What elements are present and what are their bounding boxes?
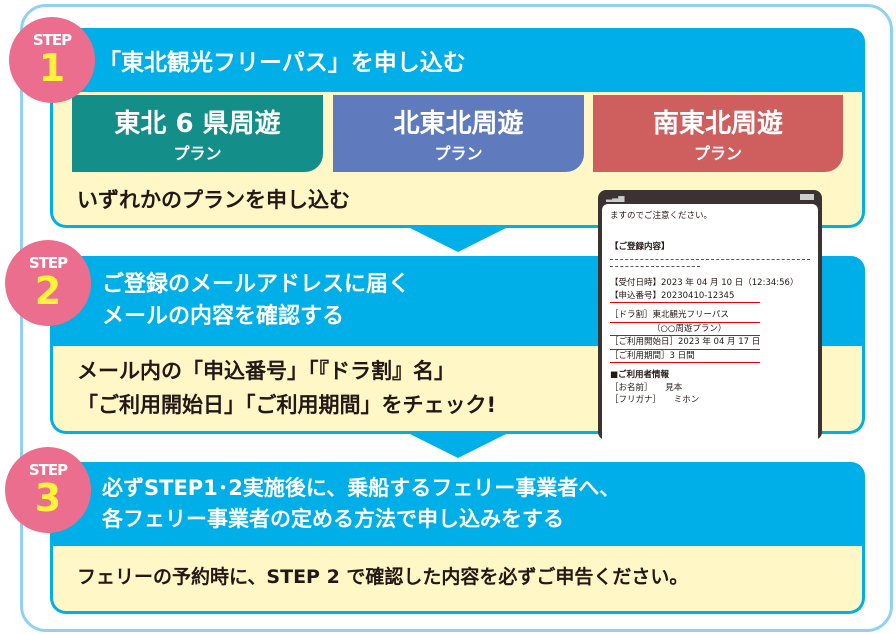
arrow-down-icon <box>410 434 506 458</box>
plan-tohoku-6[interactable]: 東北 6 県周遊プラン <box>72 95 323 172</box>
plan-south-tohoku[interactable]: 南東北周遊プラン <box>593 95 843 172</box>
arrow-down-icon <box>410 228 506 252</box>
signal-icon: ▂▃▅ <box>606 193 625 202</box>
step-1-title: 「東北観光フリーパス」を申し込む <box>50 28 865 92</box>
step-1-card: 「東北観光フリーパス」を申し込む 東北 6 県周遊プラン 北東北周遊プラン 南東… <box>50 28 865 228</box>
step-3-card: 必ずSTEP1･2実施後に、乗船するフェリー事業者へ、各フェリー事業者の定める方… <box>50 462 865 614</box>
plan-north-tohoku[interactable]: 北東北周遊プラン <box>333 95 584 172</box>
email-content: ますのでご注意ください。 【ご登録内容】 【受付日時】2023 年 04 月 1… <box>602 204 818 440</box>
step-3-body: フェリーの予約時に、STEP 2 で確認した内容を必ずご申告ください。 <box>77 566 689 588</box>
step-1-body: いずれかのプランを申し込む <box>77 188 350 212</box>
battery-icon <box>800 194 814 200</box>
step-3-title: 必ずSTEP1･2実施後に、乗船するフェリー事業者へ、各フェリー事業者の定める方… <box>50 462 865 546</box>
phone-mockup: ▂▃▅ ますのでご注意ください。 【ご登録内容】 【受付日時】2023 年 04… <box>598 190 822 440</box>
